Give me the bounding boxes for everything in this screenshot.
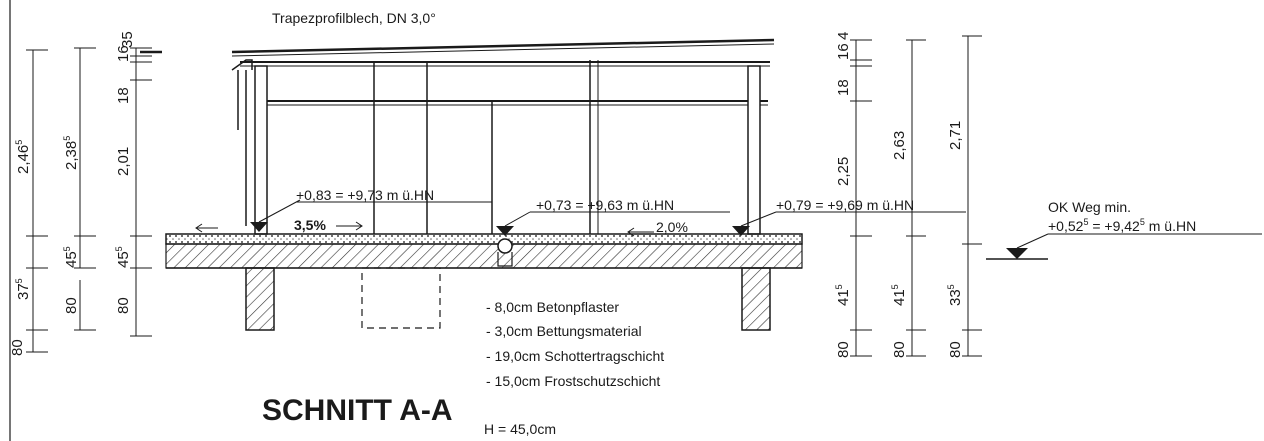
dim-right-80-a: 80 xyxy=(835,341,852,358)
dim-left-80-b: 80 xyxy=(115,297,132,314)
foundation-right xyxy=(741,267,771,331)
dim-right-80-c: 80 xyxy=(947,341,964,358)
path-leader xyxy=(1016,233,1049,249)
section-title: SCHNITT A-A xyxy=(262,394,453,427)
foundation-dashed xyxy=(361,267,441,329)
slope-label-right: 2,0% xyxy=(656,219,688,235)
level-label-center: +0,73 = +9,63 m ü.HN xyxy=(536,197,674,213)
level-label-left: +0,83 = +9,73 m ü.HN xyxy=(296,187,434,203)
roof-sheet-under xyxy=(231,43,775,57)
dim-right-2-71: 2,71 xyxy=(947,121,964,150)
dim-left-45-b: 455 xyxy=(114,246,132,268)
path-level-title: OK Weg min. xyxy=(1048,199,1131,215)
column-right xyxy=(747,65,761,235)
level-marker-path xyxy=(1006,248,1028,259)
roof-label: Trapezprofilblech, DN 3,0° xyxy=(272,10,436,26)
dim-right-2-63: 2,63 xyxy=(891,131,908,160)
layer-1: - 8,0cm Betonpflaster xyxy=(486,299,619,315)
dimension-chain-right xyxy=(850,35,982,357)
level-leader-right xyxy=(740,211,777,227)
dim-left-18: 18 xyxy=(115,87,132,104)
dim-left-3-5: 35 xyxy=(119,31,136,48)
level-leader-left xyxy=(258,199,301,223)
slope-arrow-right-head xyxy=(627,227,635,237)
dimension-chain-left xyxy=(26,47,162,353)
layer-2: - 3,0cm Bettungsmaterial xyxy=(486,323,642,339)
base-layers xyxy=(165,243,803,269)
level-marker-center xyxy=(496,226,514,236)
dim-left-37: 375 xyxy=(14,278,32,300)
level-marker-right xyxy=(732,226,750,236)
drain-arrow-left-head xyxy=(195,223,203,233)
level-label-right: +0,79 = +9,69 m ü.HN xyxy=(776,197,914,213)
paving-layer xyxy=(165,233,803,245)
dim-right-41-b: 415 xyxy=(890,284,908,306)
drain-pipe xyxy=(497,252,513,267)
dim-left-2-46: 2,465 xyxy=(14,140,32,174)
dim-right-2-25: 2,25 xyxy=(835,157,852,186)
dim-left-80-c: 80 xyxy=(9,339,26,356)
layer-3: - 19,0cm Schottertragschicht xyxy=(486,348,664,364)
dim-left-16: 16 xyxy=(115,45,132,62)
dim-right-18: 18 xyxy=(835,79,852,96)
layer-4: - 15,0cm Frostschutzschicht xyxy=(486,373,660,389)
gutter-downpipe xyxy=(231,59,253,226)
slope-label-left: 3,5% xyxy=(294,217,326,233)
dim-right-33: 335 xyxy=(946,284,964,306)
dim-left-80-a: 80 xyxy=(63,297,80,314)
path-level-value: +0,525 = +9,425 m ü.HN xyxy=(1048,217,1196,234)
dim-left-45-a: 455 xyxy=(62,246,80,268)
dim-right-41-a: 415 xyxy=(834,284,852,306)
level-underline-center xyxy=(504,211,531,227)
foundation-left xyxy=(245,267,275,331)
drain-circle xyxy=(497,238,513,254)
height-note: H = 45,0cm xyxy=(484,421,556,437)
dim-right-16: 16 xyxy=(835,43,852,60)
column-left xyxy=(254,65,268,235)
dim-left-2-01: 2,01 xyxy=(115,147,132,176)
level-marker-left xyxy=(250,222,268,232)
dim-right-4: 4 xyxy=(835,32,852,40)
dim-left-2-38: 2,385 xyxy=(62,136,80,170)
dim-right-80-b: 80 xyxy=(891,341,908,358)
slope-arrow-left-head xyxy=(355,221,363,231)
roof-sheet xyxy=(231,38,775,54)
